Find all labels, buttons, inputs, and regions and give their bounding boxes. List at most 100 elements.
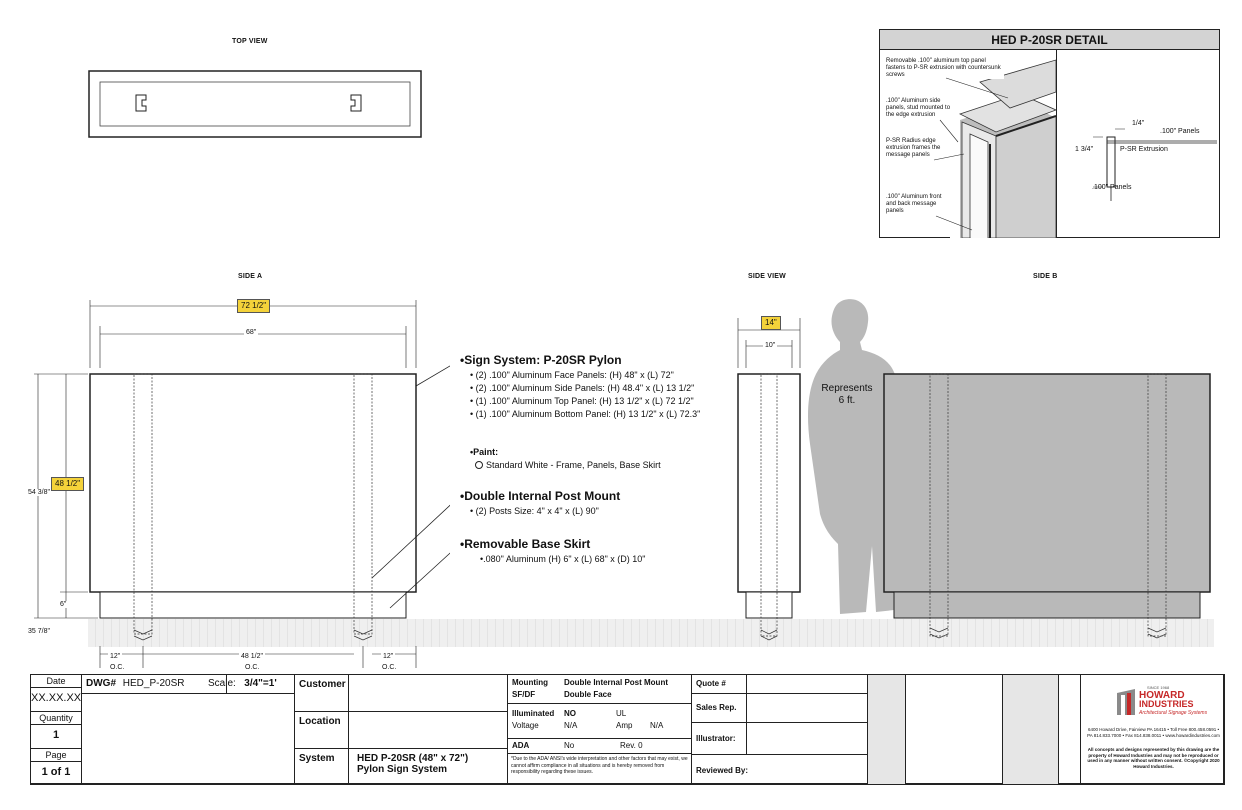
face-height-dim: 48 1/2" [51, 477, 85, 491]
quote-label: Quote # [696, 679, 726, 688]
spec-item: • (2) .100" Aluminum Face Panels: (H) 48… [470, 370, 674, 380]
sales-value-cell[interactable] [746, 693, 868, 723]
title-block: Date XX.XX.XX Quantity 1 Page 1 of 1 DWG… [30, 674, 1225, 785]
approval-column-1 [867, 674, 906, 785]
location-value-cell[interactable] [348, 711, 508, 749]
mounting-label: Mounting [512, 678, 548, 687]
approval-column-2[interactable] [905, 674, 1003, 785]
scale-label: Scale: [208, 678, 236, 689]
system-line2: Pylon Sign System [357, 764, 448, 775]
top-view-drawing [88, 70, 422, 138]
location-label-cell: Location [294, 711, 349, 749]
company-tagline: Architectural Signage Systems [1139, 710, 1208, 716]
spec-item: • (1) .100" Aluminum Bottom Panel: (H) 1… [470, 409, 701, 419]
face-width-dim: 68" [244, 329, 259, 336]
detail-panels-bottom: .100" Panels [1092, 184, 1132, 191]
page-value: 1 of 1 [41, 766, 71, 778]
company-legal: All concepts and designs represented by … [1087, 747, 1220, 769]
ada-value: No [564, 741, 575, 750]
detail-box: HED P-20SR DETAIL Removable .100" alumin… [879, 29, 1220, 238]
side-b-label: SIDE B [1033, 273, 1058, 280]
detail-title: HED P-20SR DETAIL [880, 30, 1219, 50]
paint-swatch-icon [475, 461, 483, 469]
ada-note-cell: *Due to the ADA/ ANSI's wide interpretat… [507, 753, 692, 785]
quote-label-cell: Quote # [691, 674, 747, 694]
system-label: System [299, 753, 335, 764]
quantity-label: Quantity [31, 712, 81, 725]
side-view-label: SIDE VIEW [748, 273, 786, 280]
dwg-label: DWG# [86, 678, 116, 689]
company-name-line1: HOWARD [1139, 690, 1185, 701]
detail-note-top-panel: Removable .100" aluminum top panel faste… [886, 58, 1004, 79]
approval-column-4[interactable] [1058, 674, 1081, 785]
spec-heading-post-mount: •Double Internal Post Mount [460, 489, 621, 503]
scale-value: 3/4"=1' [244, 678, 277, 689]
spec-paint: •Paint: Standard White - Frame, Panels, … [470, 446, 730, 472]
side-a-drawing [34, 300, 450, 668]
customer-value-cell[interactable] [348, 674, 508, 712]
dwg-value: HED_P-20SR [122, 678, 185, 689]
amp-value: N/A [650, 721, 664, 730]
oc-left-label: O.C. [108, 664, 127, 671]
illustrator-label: Illustrator: [696, 734, 736, 743]
company-name-line2: INDUSTRIES [1139, 699, 1194, 709]
location-label: Location [299, 716, 341, 727]
spec-item: • (1) .100" Aluminum Top Panel: (H) 13 1… [470, 396, 694, 406]
detail-note-radius-extrusion: P-SR Radius edge extrusion frames the me… [886, 138, 946, 159]
side-inner-dim: 10" [763, 342, 778, 349]
spec-post-mount: •Double Internal Post Mount • (2) Posts … [460, 489, 760, 518]
scale-cell: 3/4"=1' [226, 674, 295, 694]
system-label-cell: System [294, 748, 349, 785]
side-a-label: SIDE A [238, 273, 263, 280]
quote-value-cell[interactable] [746, 674, 868, 694]
illuminated-value: NO [564, 709, 576, 718]
overall-width-dim: 72 1/2" [237, 299, 271, 313]
spec-sign-system: •Sign System: P-20SR Pylon • (2) .100" A… [460, 353, 760, 421]
amp-label: Amp [616, 721, 633, 730]
illuminated-label: Illuminated [512, 709, 555, 718]
ground-strip [88, 619, 1214, 647]
spec-heading-base-skirt: •Removable Base Skirt [460, 537, 591, 551]
customer-label-cell: Customer [294, 674, 349, 712]
top-view-label: TOP VIEW [232, 38, 268, 45]
person-caption-line1: Represents [821, 383, 873, 394]
system-value-cell: HED P-20SR (48" x 72") Pylon Sign System [348, 748, 508, 785]
sales-rep-label: Sales Rep. [696, 703, 737, 712]
system-line1: HED P-20SR (48" x 72") [357, 753, 469, 764]
sales-label-cell: Sales Rep. [691, 693, 747, 723]
page-label: Page [31, 749, 81, 762]
spec-paint-label: •Paint: [470, 447, 499, 457]
detail-dim-quarter: 1/4" [1130, 120, 1147, 127]
illustrator-value-cell[interactable] [746, 722, 868, 755]
spec-items-sign-system: • (2) .100" Aluminum Face Panels: (H) 48… [460, 369, 760, 421]
oc-right-dim: 12" [381, 653, 396, 660]
side-view-drawing [737, 318, 801, 641]
oc-mid-dim: 48 1/2" [239, 653, 265, 660]
company-tagline-top: SINCE 1968 [1147, 685, 1170, 690]
date-label: Date [31, 675, 81, 688]
company-block: SINCE 1968 HOWARD INDUSTRIES Architectur… [1080, 674, 1225, 785]
approval-column-3 [1002, 674, 1059, 785]
ada-note: *Due to the ADA/ ANSI's wide interpretat… [511, 756, 688, 775]
detail-note-side-panels: .100" Aluminum side panels, stud mounted… [886, 98, 958, 119]
side-b-drawing [883, 373, 1211, 639]
ada-label: ADA [512, 741, 530, 750]
page-cell: Page 1 of 1 [30, 748, 82, 785]
detail-note-message-panels: .100" Aluminum front and back message pa… [886, 194, 944, 215]
person-caption-line2: 6 ft. [838, 395, 856, 406]
detail-illustration [950, 50, 1056, 238]
person-caption: Represents 6 ft. [812, 383, 882, 407]
spec-paint-item: Standard White - Frame, Panels, Base Ski… [470, 459, 730, 472]
spec-heading-sign-system: •Sign System: P-20SR Pylon [460, 353, 622, 367]
howard-logo-icon [1117, 689, 1135, 715]
person-silhouette [808, 299, 903, 614]
spec-item: •.080" Aluminum (H) 6" x (L) 68" x (D) 1… [480, 554, 646, 564]
overall-height-dim: 54 3/8" [26, 489, 52, 496]
quantity-cell: Quantity 1 [30, 711, 82, 749]
side-depth-dim: 14" [761, 316, 781, 330]
voltage-label: Voltage [512, 721, 539, 730]
sfdf-value: Double Face [564, 690, 612, 699]
